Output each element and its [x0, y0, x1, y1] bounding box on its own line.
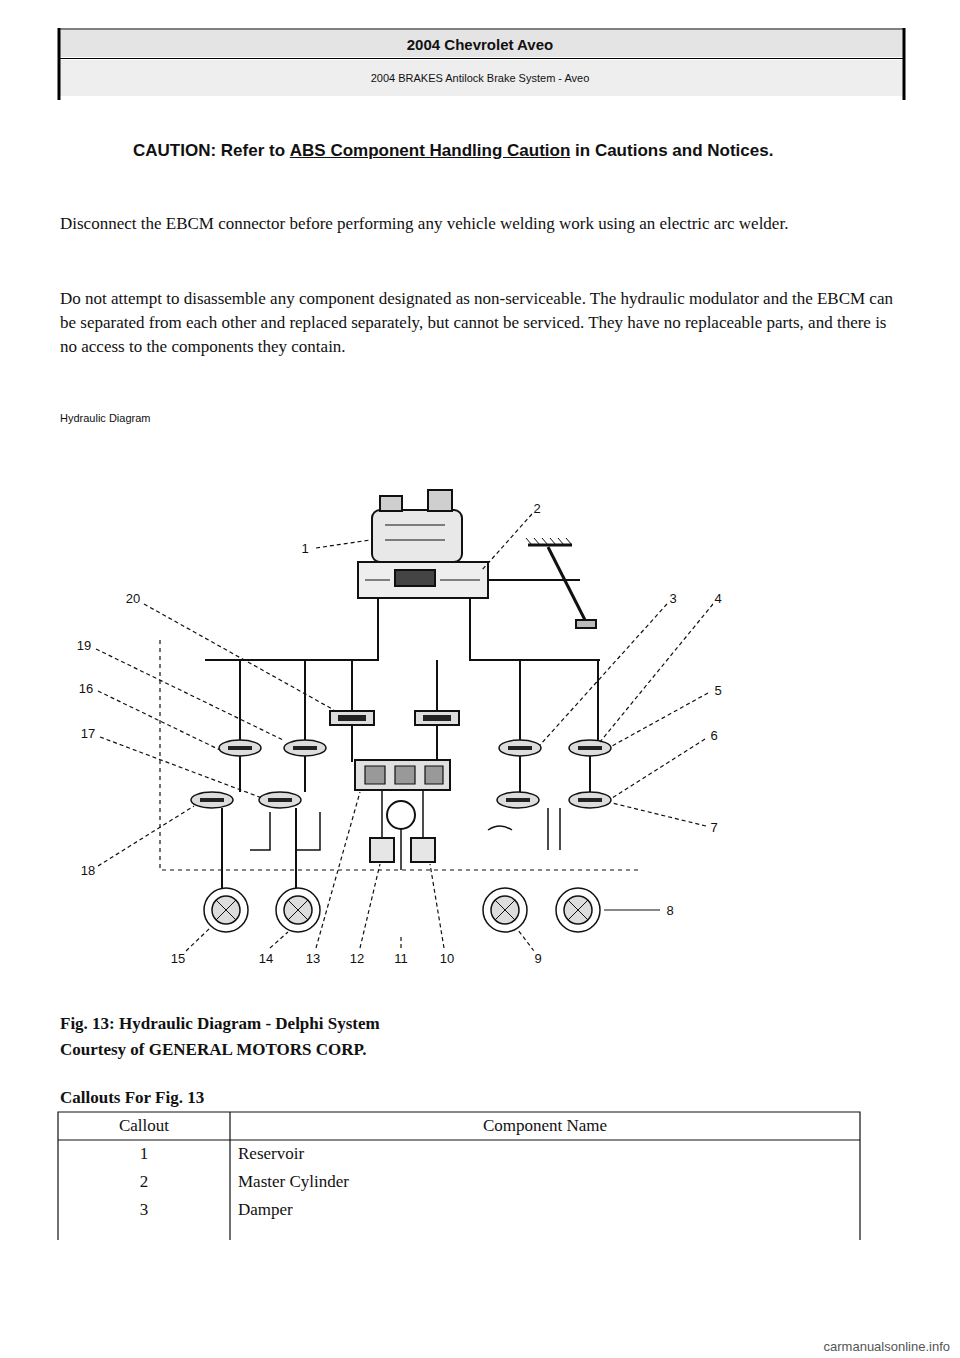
callout-number: 14 — [258, 951, 274, 966]
callout-number: 10 — [439, 951, 455, 966]
leader-lines — [96, 514, 713, 951]
callout-number: 3 — [668, 591, 677, 606]
table-cell: Master Cylinder — [238, 1172, 349, 1192]
callout-number: 6 — [709, 728, 718, 743]
callout-number: 5 — [713, 683, 722, 698]
callout-number: 8 — [665, 903, 674, 918]
callout-number: 18 — [80, 863, 96, 878]
callout-number: 16 — [78, 681, 94, 696]
header-box — [59, 28, 904, 100]
callout-number: 11 — [393, 951, 409, 966]
callout-number: 15 — [170, 951, 186, 966]
table-title: Callouts For Fig. 13 — [60, 1088, 204, 1108]
caution-text: CAUTION: Refer to — [133, 141, 285, 160]
callout-number: 13 — [305, 951, 321, 966]
callout-number: 2 — [532, 501, 541, 516]
body-paragraph: Disconnect the EBCM connector before per… — [60, 212, 900, 236]
table-cell: 2 — [140, 1172, 149, 1192]
header-subtitle: 2004 BRAKES Antilock Brake System - Aveo — [371, 72, 590, 84]
caution-text: in Cautions and Notices. — [575, 141, 773, 160]
body-paragraph: Do not attempt to disassemble any compon… — [60, 287, 900, 359]
callout-number: 7 — [709, 820, 718, 835]
cross-reference-link: ABS Component Handling Caution — [290, 141, 570, 160]
callout-number: 20 — [125, 591, 141, 606]
watermark: carmanualsonline.info — [824, 1339, 950, 1354]
callout-number: 19 — [76, 638, 92, 653]
table-cell: 1 — [140, 1144, 149, 1164]
header-title: 2004 Chevrolet Aveo — [407, 36, 553, 53]
table-header: Component Name — [483, 1116, 607, 1136]
callout-number: 1 — [300, 541, 309, 556]
figure-label: Hydraulic Diagram — [60, 412, 150, 424]
callout-number: 17 — [80, 726, 96, 741]
table-cell: Damper — [238, 1200, 293, 1220]
hydraulic-diagram — [160, 490, 640, 932]
callout-table — [58, 1112, 860, 1240]
caution-note: CAUTION: Refer to ABS Component Handling … — [133, 138, 893, 164]
table-cell: Reservoir — [238, 1144, 304, 1164]
callout-number: 12 — [349, 951, 365, 966]
callout-number: 9 — [533, 951, 542, 966]
figure-caption: Fig. 13: Hydraulic Diagram - Delphi Syst… — [60, 1014, 380, 1034]
table-header: Callout — [119, 1116, 169, 1136]
callout-number: 4 — [713, 591, 722, 606]
credit-line: Courtesy of GENERAL MOTORS CORP. — [60, 1040, 367, 1060]
table-cell: 3 — [140, 1200, 149, 1220]
